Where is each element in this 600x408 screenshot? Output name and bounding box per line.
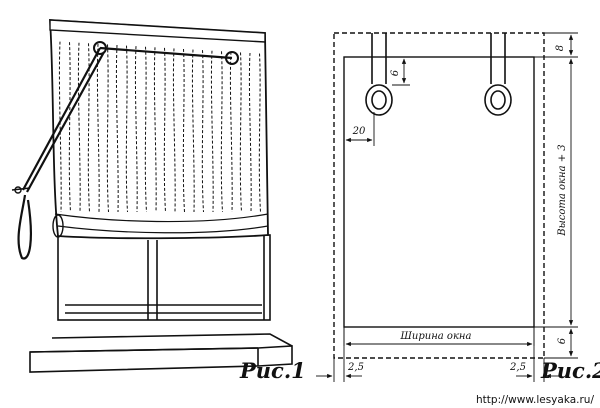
cut-outline: [333, 32, 545, 359]
fabric-stripe: [163, 47, 166, 213]
window-frame: [57, 234, 271, 321]
dim-height: [534, 58, 578, 328]
fabric-stripe: [220, 51, 223, 213]
dim-loop-drop: [392, 58, 410, 86]
fabric-stripe: [134, 46, 138, 213]
fabric-stripe: [248, 52, 252, 213]
dim-width-label: Ширина окна: [400, 331, 472, 342]
figure1-caption: Рис.1: [239, 358, 306, 383]
watermark-url: http://www.lesyaka.ru/: [476, 394, 594, 406]
figure1-illustration: [11, 19, 293, 373]
dim-top-margin: [534, 32, 578, 58]
figure2-pattern: [316, 32, 578, 382]
dim-right-allowance: [516, 346, 562, 382]
dim-ring-offset-label: 20: [352, 126, 366, 137]
dim-loop-drop-label: 6: [390, 69, 401, 76]
window-sill: [29, 333, 293, 373]
fabric-stripe: [153, 47, 157, 213]
dim-height-label: Высота окна + 3: [557, 144, 568, 236]
loop-strap-left: [365, 33, 393, 116]
loop-strap-right: [484, 33, 512, 116]
fabric-stripe: [191, 49, 195, 213]
dim-left-allowance: [316, 346, 362, 382]
fabric-stripe: [77, 42, 81, 213]
blind-fabric: [49, 19, 269, 240]
fabric-stripe: [115, 44, 119, 213]
figure2-caption: Рис.2: [540, 358, 600, 383]
fabric-stripe: [210, 50, 214, 213]
fabric-stripe: [201, 50, 204, 213]
blind-cord: [11, 46, 233, 260]
fabric-stripe: [172, 48, 176, 213]
fabric-stripe: [96, 43, 100, 213]
fabric-stripe: [229, 51, 233, 213]
dim-bottom-margin: [544, 328, 578, 359]
fabric-stripe: [106, 44, 109, 213]
dim-top-margin-label: 8: [555, 45, 566, 51]
fabric-stripe: [58, 41, 62, 213]
fabric-stripe: [125, 45, 128, 213]
dim-left-allowance-label: 2,5: [347, 362, 364, 373]
fabric-stripe: [144, 46, 147, 213]
dim-bottom-margin-label: 6: [557, 337, 568, 344]
fabric-stripe: [68, 42, 71, 213]
fabric-stripe: [239, 52, 242, 213]
dim-right-allowance-label: 2,5: [509, 362, 526, 373]
finished-panel: [343, 56, 535, 328]
fabric-stripe: [87, 43, 90, 213]
fabric-stripe: [182, 48, 185, 213]
dim-ring-offset: [345, 112, 375, 146]
